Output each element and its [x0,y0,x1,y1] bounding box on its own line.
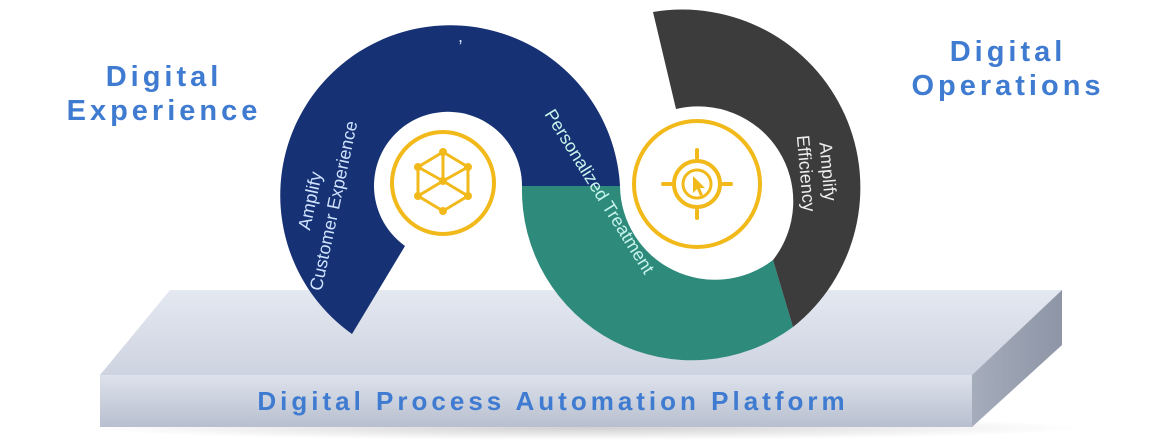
heading-left-line2: Experience [66,95,262,127]
digital-experience-heading: Digital Experience [44,60,284,128]
dark-segment [653,9,861,328]
platform-side-face [972,290,1062,427]
dark-segment-label: Amplify Efficiency [793,134,841,212]
heading-right-line1: Digital [949,36,1067,68]
digital-operations-heading: Digital Operations [888,35,1128,103]
navy-segment [280,25,620,335]
heading-left-line1: Digital [105,61,223,93]
platform-label: Digital Process Automation Platform [257,386,848,416]
teal-segment [521,186,793,361]
platform-front-face [100,375,972,427]
target-cursor-icon [621,108,773,260]
navy-segment-mark: , [458,26,463,46]
heading-right-line2: Operations [911,70,1105,102]
hexagon-network-icon [381,121,505,245]
